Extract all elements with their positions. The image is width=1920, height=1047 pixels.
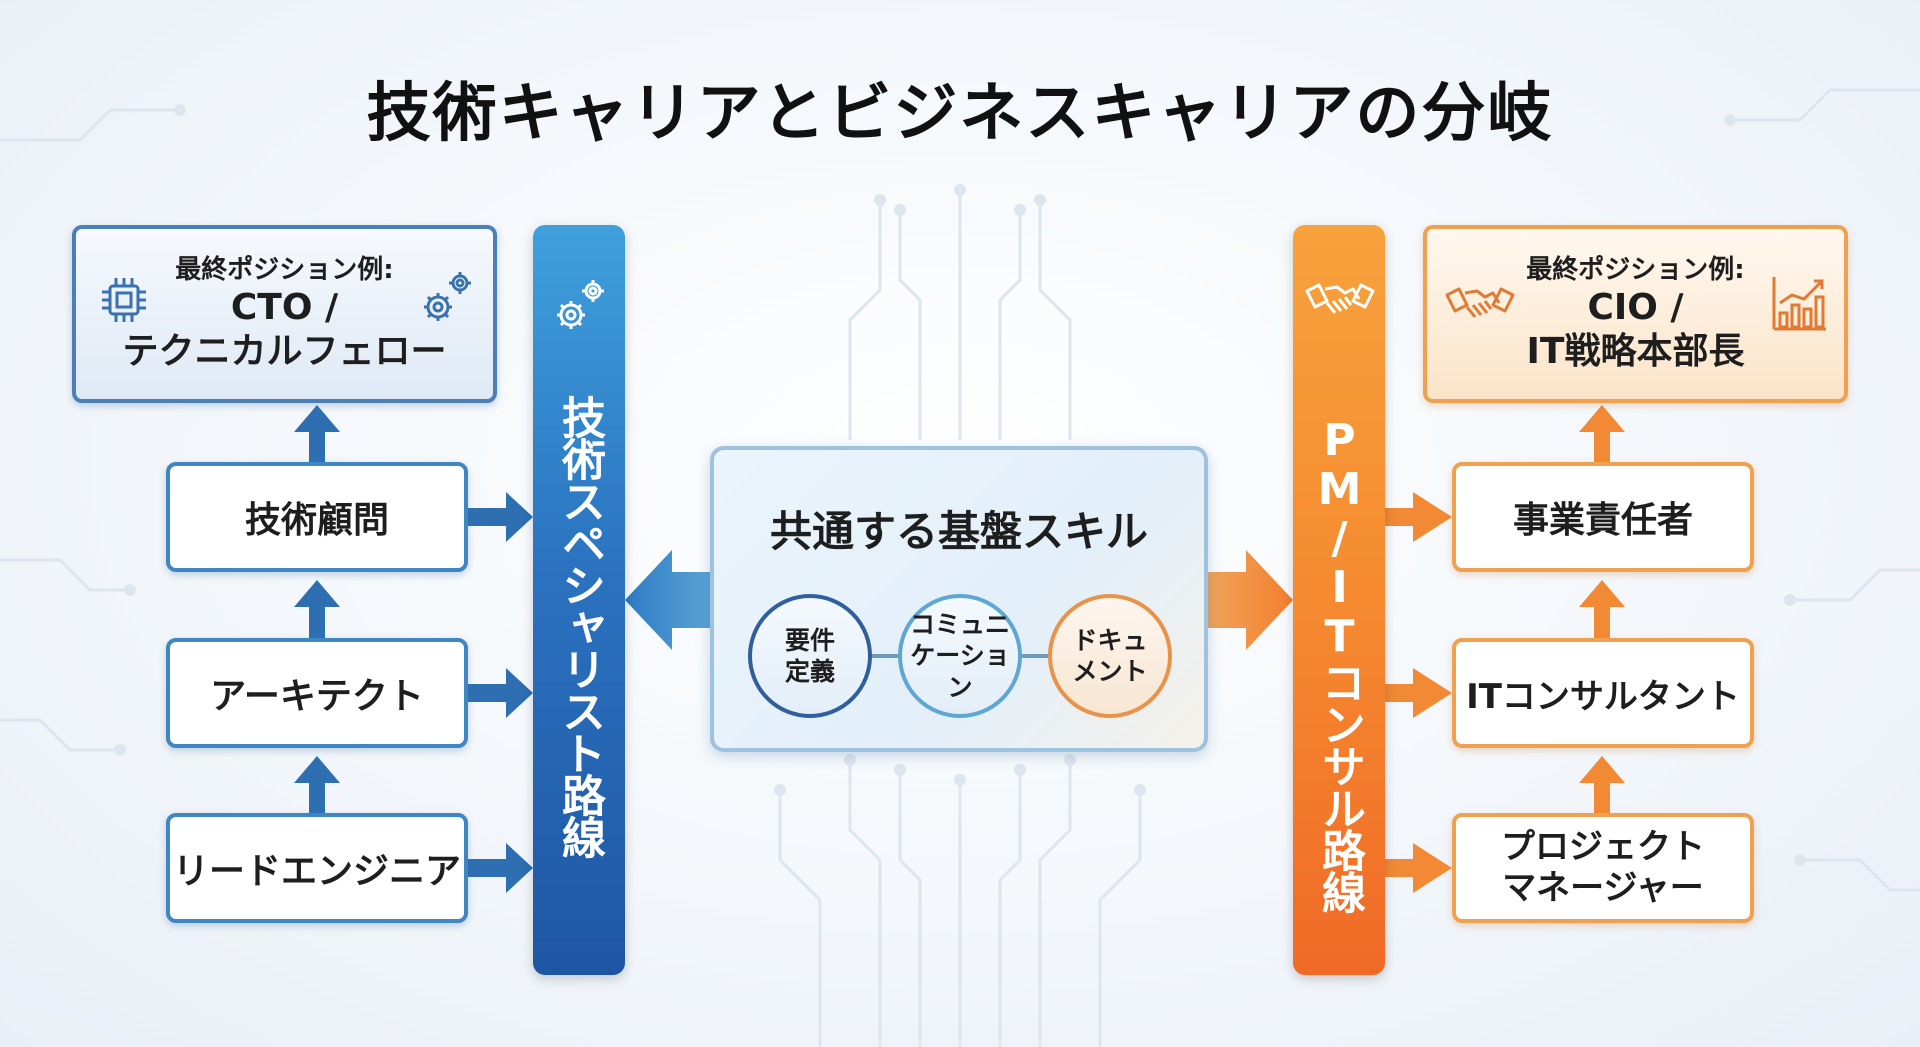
pm-consulting-label: PM/ITコンサル路線 [1314, 415, 1365, 912]
page-title: 技術キャリアとビジネスキャリアの分岐 [366, 77, 1554, 151]
pm-consulting-column: PM/ITコンサル路線 [1293, 225, 1385, 975]
final-position-line1: CTO / [230, 287, 339, 329]
final-position-line1: CIO / [1587, 287, 1684, 329]
skill-communication: コミュニケーション [898, 594, 1022, 718]
common-skills-box: 共通する基盤スキル 要件定義 コミュニケーション ドキュメント [710, 446, 1208, 752]
step-lead-engineer: リードエンジニア [166, 813, 468, 923]
skill-connector [870, 654, 900, 658]
step-it-consultant: ITコンサルタント [1452, 638, 1754, 748]
final-position-left: 最終ポジション例: CTO / テクニカルフェロー [72, 225, 497, 403]
chip-icon [102, 278, 146, 322]
skill-connector [1020, 654, 1050, 658]
skill-requirements: 要件定義 [748, 594, 872, 718]
common-skills-title: 共通する基盤スキル [769, 507, 1148, 556]
step-project-manager: プロジェクトマネージャー [1452, 813, 1754, 923]
step-project-manager-label: プロジェクトマネージャー [1501, 827, 1705, 908]
final-position-label: 最終ポジション例: [1526, 255, 1745, 286]
final-position-right: 最終ポジション例: CIO / IT戦略本部長 [1423, 225, 1848, 403]
handshake-icon [1445, 287, 1515, 318]
final-position-label: 最終ポジション例: [175, 255, 394, 286]
tech-specialist-label: 技術スペシャリスト路線 [554, 395, 605, 857]
gears-icon [557, 280, 604, 329]
step-architect: アーキテクト [166, 638, 468, 748]
gears-icon [424, 272, 471, 321]
growth-chart-icon [1772, 277, 1826, 331]
skill-documentation: ドキュメント [1048, 594, 1172, 718]
final-position-line2: IT戦略本部長 [1526, 330, 1745, 372]
step-business-owner: 事業責任者 [1452, 462, 1754, 572]
final-position-line2: テクニカルフェロー [122, 330, 447, 372]
handshake-icon [1305, 283, 1375, 314]
step-technical-advisor: 技術顧問 [166, 462, 468, 572]
tech-specialist-column: 技術スペシャリスト路線 [533, 225, 625, 975]
